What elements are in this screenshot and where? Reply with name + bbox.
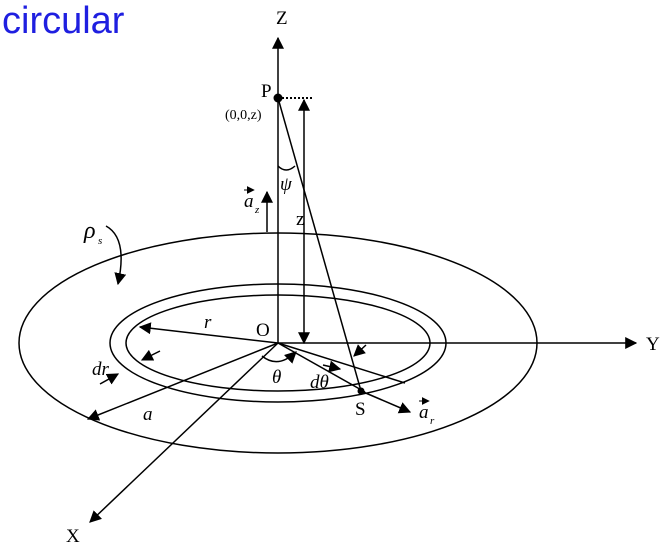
- rho-label: ρ: [83, 218, 96, 244]
- theta-label: θ: [272, 367, 281, 388]
- x-axis: [89, 342, 279, 523]
- x-axis-label: X: [66, 526, 80, 546]
- origin-label: O: [256, 320, 270, 341]
- dr-arrow-outer: [140, 349, 161, 361]
- radial-line-2: [277, 342, 366, 393]
- dr-arrow-inner: [99, 373, 120, 385]
- a-z-vector-label: a: [244, 191, 254, 212]
- psi-arc: [277, 165, 296, 171]
- z-length-label: z: [296, 209, 304, 230]
- a-r-vector-sub: r: [430, 415, 435, 427]
- radius-a-arrow: [86, 342, 279, 421]
- psi-label: ψ: [280, 174, 293, 195]
- a-r-vector-label: a: [419, 402, 429, 423]
- radial-line-1: [277, 342, 406, 384]
- radius-r-arrow: [138, 322, 279, 344]
- y-axis-label: Y: [646, 334, 660, 355]
- point-s-label: S: [355, 399, 366, 420]
- line-p-to-s: [277, 97, 362, 392]
- point-p-coords: (0,0,z): [225, 108, 262, 123]
- dr-label: dr: [92, 359, 110, 380]
- point-p-label: P: [261, 81, 272, 102]
- rho-sub: s: [98, 235, 102, 247]
- a-r-arrow: [360, 390, 412, 414]
- dtheta-arrow-2: [353, 344, 367, 357]
- theta-arc: [261, 351, 297, 364]
- dtheta-arrow-1: [322, 360, 342, 373]
- a-z-vector-sub: z: [254, 204, 260, 216]
- r-label: r: [204, 312, 212, 333]
- diagram-title: circular: [2, 0, 125, 42]
- dtheta-label: dθ: [310, 372, 329, 393]
- z-axis-label: Z: [276, 8, 288, 29]
- a-label: a: [143, 404, 153, 425]
- rho-s-arrow: [105, 225, 127, 286]
